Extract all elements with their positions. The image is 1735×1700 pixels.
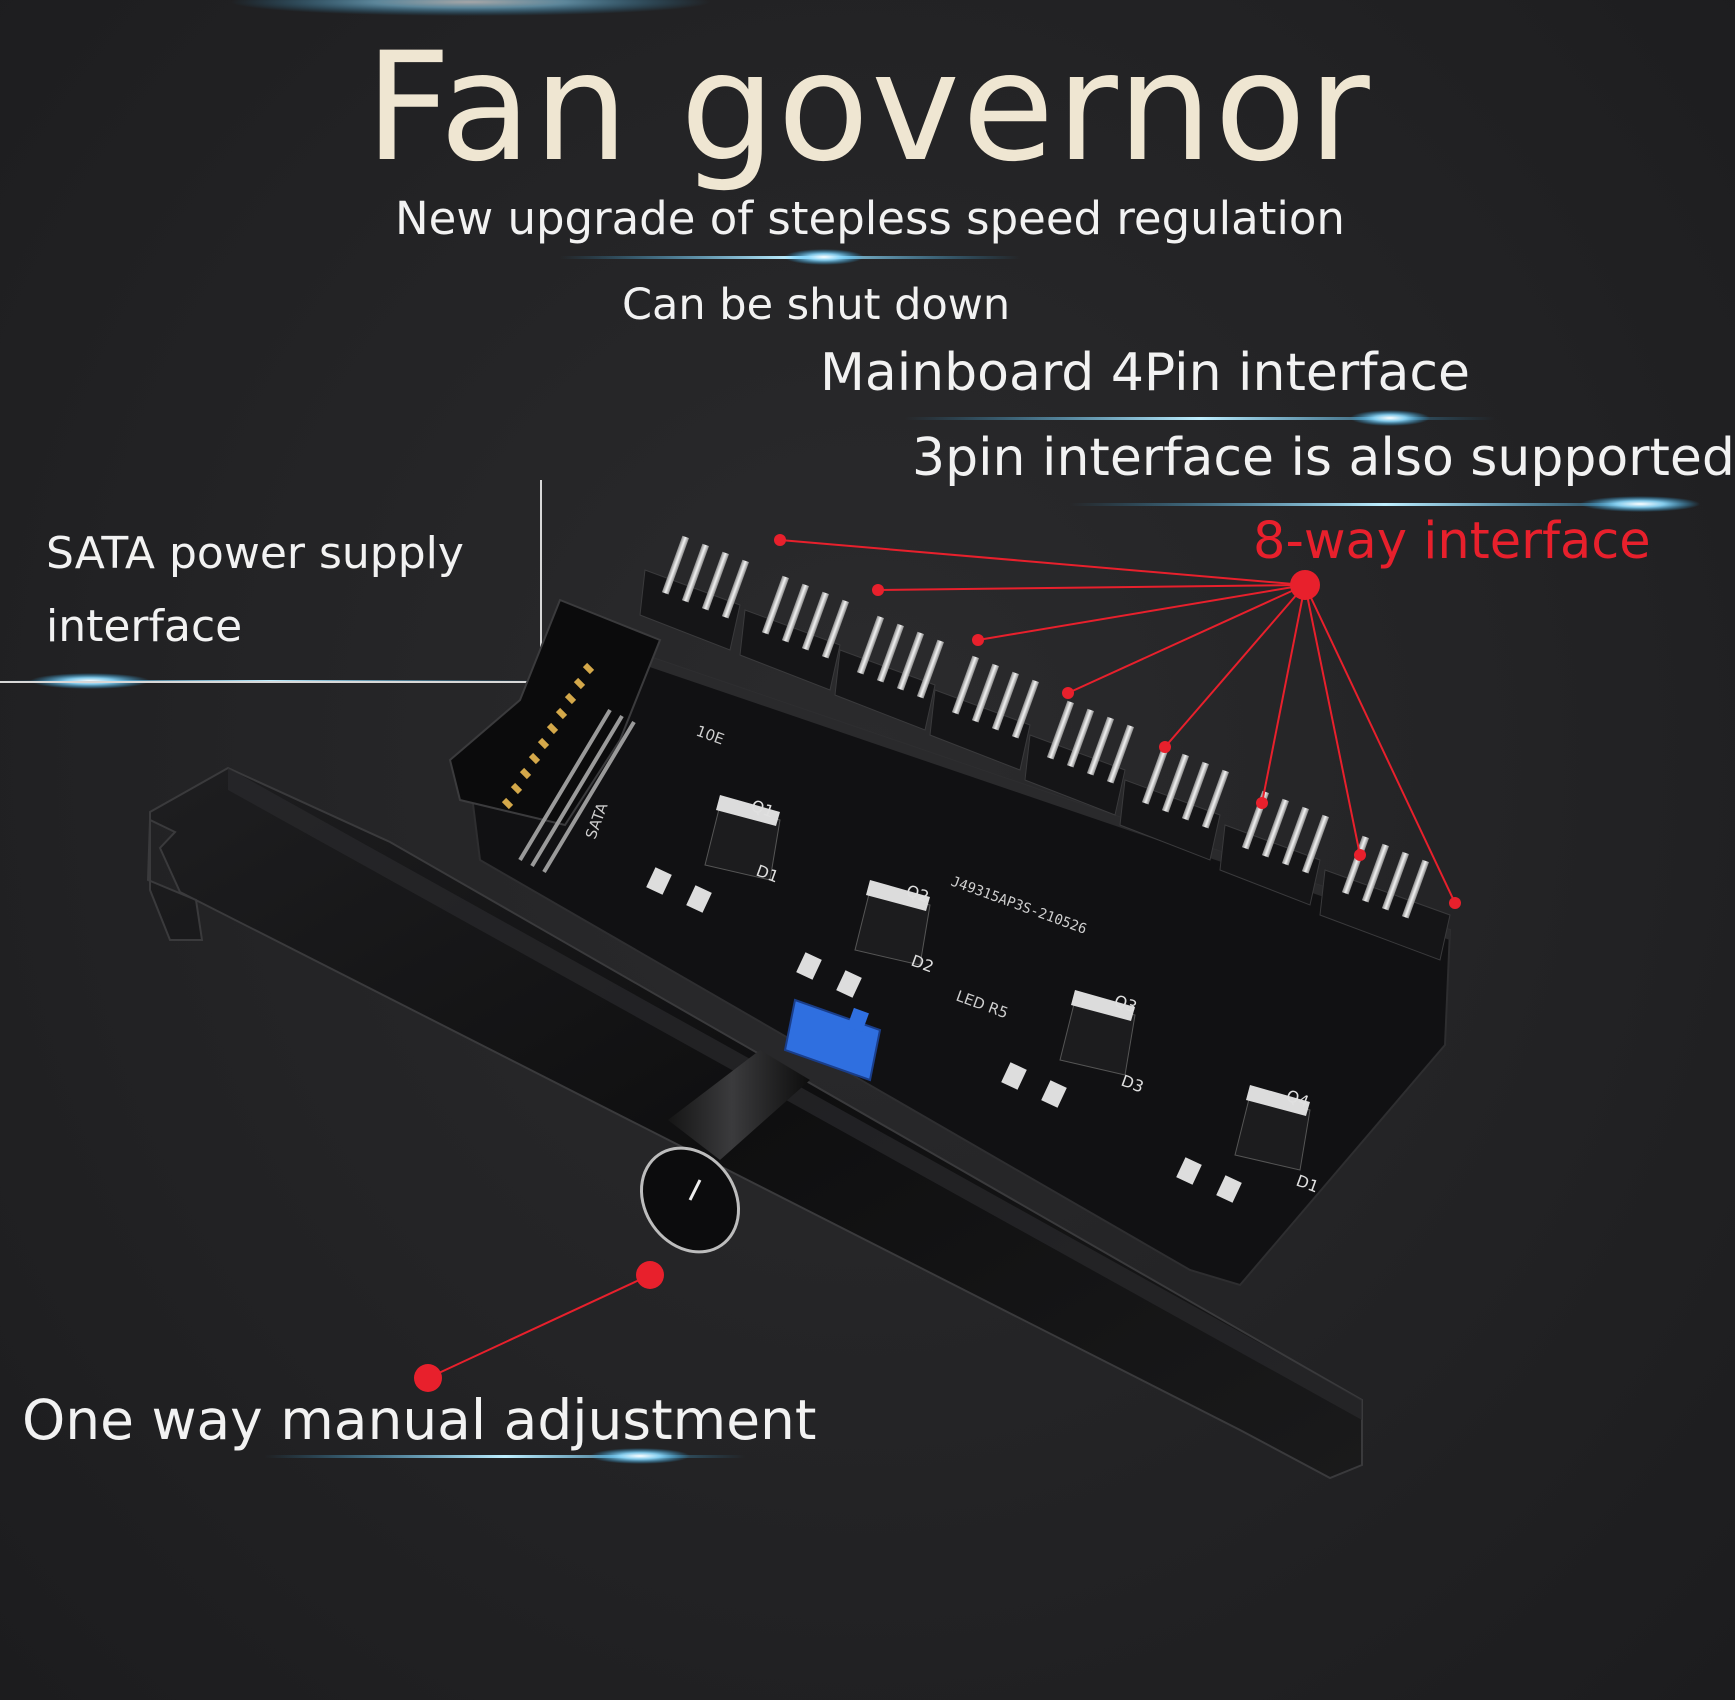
glow-line-threepin bbox=[1070, 503, 1700, 506]
eight-way-callout bbox=[779, 539, 1456, 904]
transistor-q4 bbox=[1176, 1085, 1311, 1203]
sata-caption-line1: SATA power supply bbox=[46, 528, 464, 579]
page-title: Fan governor bbox=[365, 21, 1372, 195]
transistor-q1 bbox=[646, 795, 781, 913]
mainboard-4pin-caption: Mainboard 4Pin interface bbox=[820, 343, 1470, 403]
fan-header-3 bbox=[834, 615, 945, 731]
glow-line-mainboard bbox=[905, 417, 1495, 420]
fan-header-6 bbox=[1119, 745, 1230, 861]
manual-adjust-caption: One way manual adjustment bbox=[22, 1388, 817, 1452]
fan-header-4 bbox=[929, 655, 1040, 771]
fan-headers bbox=[639, 535, 1451, 961]
manual-adjust-callout bbox=[414, 1261, 664, 1392]
eight-way-caption: 8-way interface bbox=[1253, 512, 1651, 571]
top-glow bbox=[230, 0, 710, 16]
fan-header-5 bbox=[1024, 700, 1135, 816]
subtitle: New upgrade of stepless speed regulation bbox=[395, 192, 1345, 245]
fan-header-2 bbox=[739, 575, 850, 691]
eight-way-callout-dots bbox=[774, 534, 1461, 909]
power-switch bbox=[783, 998, 882, 1082]
transistor-q2 bbox=[796, 880, 931, 998]
shutdown-caption: Can be shut down bbox=[622, 280, 1011, 330]
fan-header-1 bbox=[639, 535, 750, 651]
product-image-stage: J49315AP3S-210526 SATA LED R5 10E Q1 Q2 … bbox=[0, 0, 1735, 1480]
sata-caption-line2: interface bbox=[46, 601, 243, 652]
sata-connector bbox=[448, 598, 662, 874]
three-pin-caption: 3pin interface is also supported bbox=[912, 428, 1735, 488]
glow-line-manual bbox=[265, 1455, 745, 1458]
fan-governor-illustration: J49315AP3S-210526 SATA LED R5 10E Q1 Q2 … bbox=[0, 0, 1700, 1480]
transistor-q3 bbox=[1001, 990, 1136, 1108]
transistors bbox=[646, 795, 1311, 1203]
speed-knob bbox=[639, 1050, 810, 1254]
